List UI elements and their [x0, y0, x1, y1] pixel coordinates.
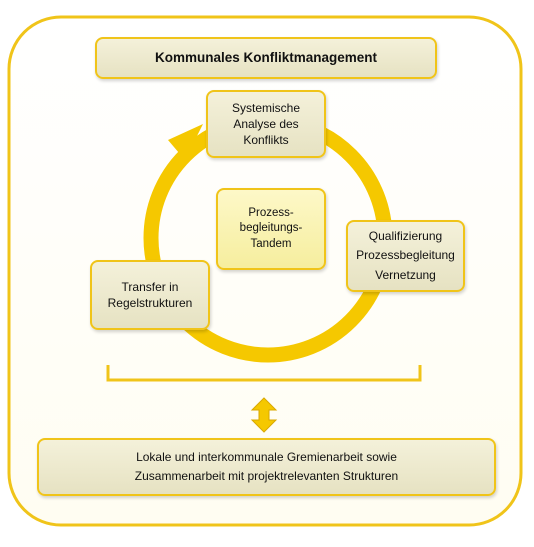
title-box: Kommunales Konfliktmanagement — [95, 37, 437, 79]
double-arrow — [250, 397, 278, 433]
node-right-label: Qualifizierung Prozessbegleitung Vernetz… — [356, 229, 455, 282]
bottom-box: Lokale und interkommunale Gremienarbeit … — [37, 438, 496, 496]
bracket — [106, 365, 422, 382]
node-systemic-analysis: Systemische Analyse des Konflikts — [206, 90, 326, 158]
title-text: Kommunales Konfliktmanagement — [154, 49, 378, 65]
node-center-label: Prozess- begleitungs- Tandem — [239, 206, 303, 250]
node-center-tandem: Prozess- begleitungs- Tandem — [216, 188, 326, 270]
bottom-text: Lokale und interkommunale Gremienarbeit … — [134, 449, 399, 483]
outer-frame — [7, 15, 523, 527]
node-qualification: Qualifizierung Prozessbegleitung Vernetz… — [346, 220, 465, 292]
cycle-arrowhead — [168, 124, 203, 160]
node-left-label: Transfer in Regelstrukturen — [107, 279, 193, 310]
node-top-label: Systemische Analyse des Konflikts — [231, 100, 301, 148]
node-transfer: Transfer in Regelstrukturen — [90, 260, 210, 330]
